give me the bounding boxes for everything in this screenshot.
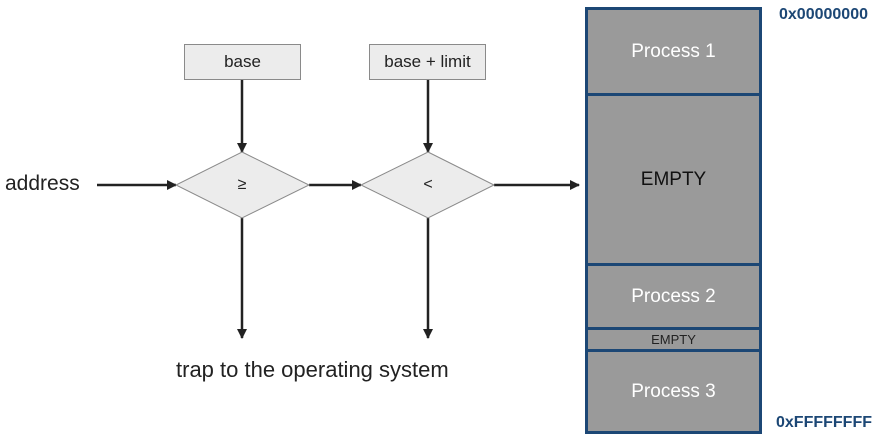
lt-comparator-label: < [423, 176, 433, 193]
segment-empty-1: EMPTY [588, 96, 759, 266]
base-plus-limit-box: base + limit [369, 44, 486, 80]
bottom-address-label: 0xFFFFFFFF [776, 414, 872, 431]
segment-process-1: Process 1 [588, 10, 759, 96]
ge-comparator-label: ≥ [237, 176, 247, 193]
top-address-label: 0x00000000 [779, 6, 868, 23]
lt-comparator-diamond [359, 151, 496, 219]
segment-process-2: Process 2 [588, 266, 759, 330]
ge-comparator-diamond [174, 151, 311, 219]
segment-empty-2: EMPTY [588, 330, 759, 352]
address-label: address [5, 172, 80, 195]
base-box: base [184, 44, 301, 80]
segment-process-3: Process 3 [588, 352, 759, 431]
memory-map: Process 1 EMPTY Process 2 EMPTY Process … [585, 7, 762, 434]
trap-label: trap to the operating system [176, 357, 449, 382]
